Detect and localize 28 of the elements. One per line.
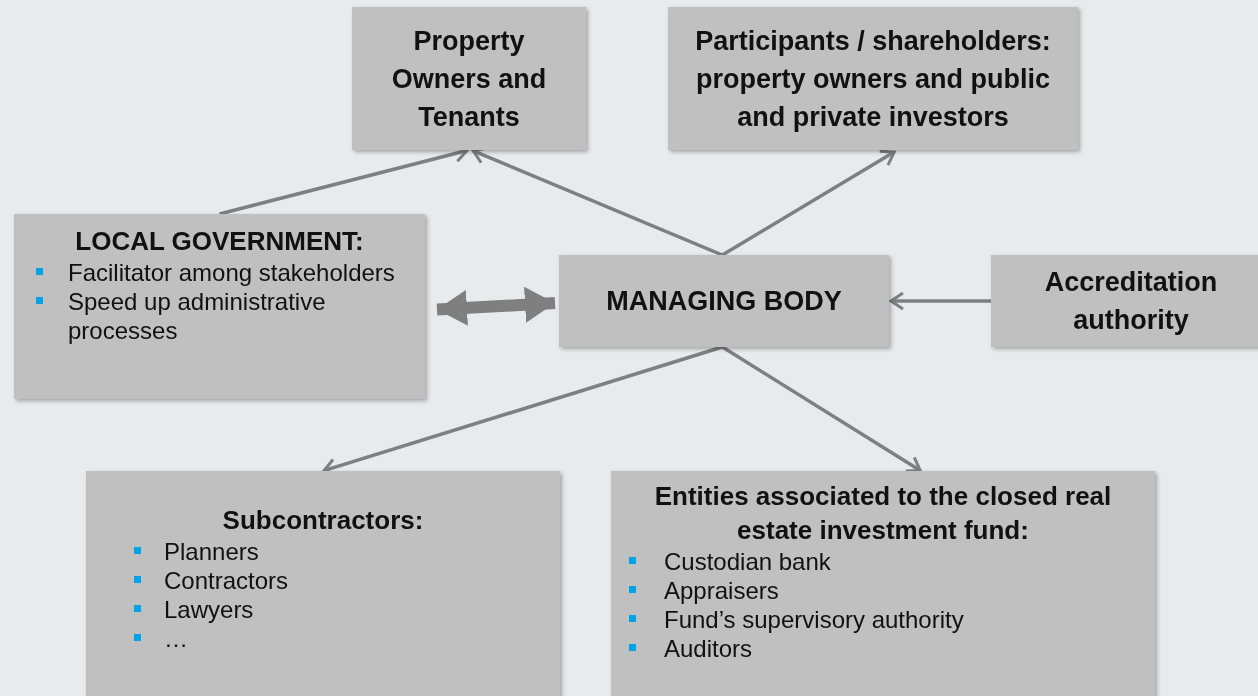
arrow <box>721 149 896 257</box>
text-box <box>14 214 425 399</box>
bullet-item: Fund’s supervisory authority <box>611 605 1155 634</box>
box-heading: LOCAL GOVERNMENT: <box>74 225 365 258</box>
box-heading: Accreditation authority <box>1043 266 1219 337</box>
double-arrow <box>436 286 556 326</box>
text-box <box>559 255 889 347</box>
bullet-item: Auditors <box>611 634 1155 663</box>
bullet-item: Speed up administrative processes <box>14 287 425 345</box>
bullet-item: Custodian bank <box>611 547 1155 576</box>
text-box <box>991 255 1258 347</box>
text-box <box>611 471 1155 696</box>
text-box <box>352 7 586 150</box>
text-box <box>668 7 1078 150</box>
bullet-item: … <box>86 624 560 653</box>
box-heading: Property Owners and Tenants <box>390 24 548 134</box>
box-heading: Subcontractors: <box>221 504 425 537</box>
bullet-item: Lawyers <box>86 595 560 624</box>
bullet-item: Planners <box>86 537 560 566</box>
bullet-item: Appraisers <box>611 576 1155 605</box>
box-heading: MANAGING BODY <box>605 285 843 318</box>
box-heading: Participants / shareholders: property owners and public and private investors <box>694 24 1052 134</box>
bullet-item: Contractors <box>86 566 560 595</box>
arrow <box>889 291 991 311</box>
box-heading: Entities associated to the closed real estate investment fund: <box>653 480 1113 547</box>
bullet-item: Facilitator among stakeholders <box>14 258 425 287</box>
text-box <box>86 471 560 696</box>
arrow <box>721 345 922 473</box>
